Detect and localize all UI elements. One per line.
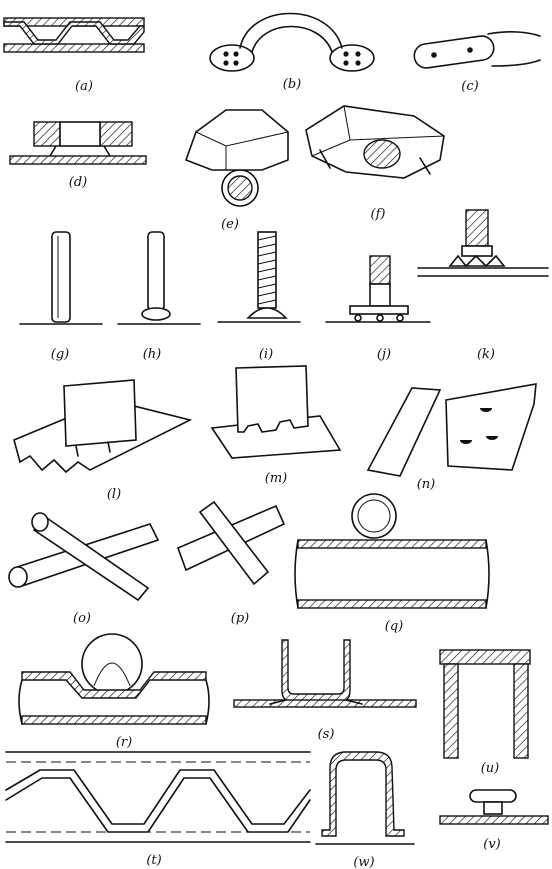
label-j: (j) <box>377 347 391 362</box>
part-q <box>294 493 490 609</box>
label-e: (e) <box>221 217 239 232</box>
label-f: (f) <box>371 207 386 222</box>
part-d <box>9 121 147 165</box>
label-m: (m) <box>265 471 287 486</box>
part-e <box>184 109 289 207</box>
label-p: (p) <box>231 611 249 626</box>
panel-a <box>3 17 145 53</box>
part-r <box>18 633 210 725</box>
label-t: (t) <box>146 853 161 868</box>
part-p <box>176 500 286 586</box>
label-c: (c) <box>461 79 478 94</box>
part-n <box>366 383 537 477</box>
label-i: (i) <box>259 347 273 362</box>
part-k <box>417 209 549 277</box>
part-f <box>305 105 445 179</box>
label-a: (a) <box>75 79 93 94</box>
part-j <box>325 255 431 323</box>
label-k: (k) <box>477 347 495 362</box>
part-u <box>439 649 531 759</box>
part-h <box>117 231 201 325</box>
label-r: (r) <box>116 735 132 750</box>
label-v: (v) <box>483 837 501 852</box>
part-c <box>413 31 541 69</box>
label-s: (s) <box>318 727 335 742</box>
label-d: (d) <box>69 175 87 190</box>
label-g: (g) <box>51 347 69 362</box>
part-s <box>233 639 417 708</box>
label-b: (b) <box>283 77 301 92</box>
part-t <box>5 751 311 843</box>
part-g <box>19 231 103 325</box>
part-i <box>217 231 301 323</box>
label-h: (h) <box>143 347 162 362</box>
part-m <box>210 365 342 459</box>
label-o: (o) <box>73 611 91 626</box>
label-l: (l) <box>107 487 121 502</box>
label-w: (w) <box>353 855 374 869</box>
part-b <box>209 12 375 72</box>
part-l <box>13 379 193 474</box>
part-w <box>315 751 415 845</box>
part-v <box>439 789 549 825</box>
label-q: (q) <box>385 619 403 634</box>
part-o <box>8 512 160 602</box>
label-n: (n) <box>417 477 436 492</box>
label-u: (u) <box>481 761 500 776</box>
